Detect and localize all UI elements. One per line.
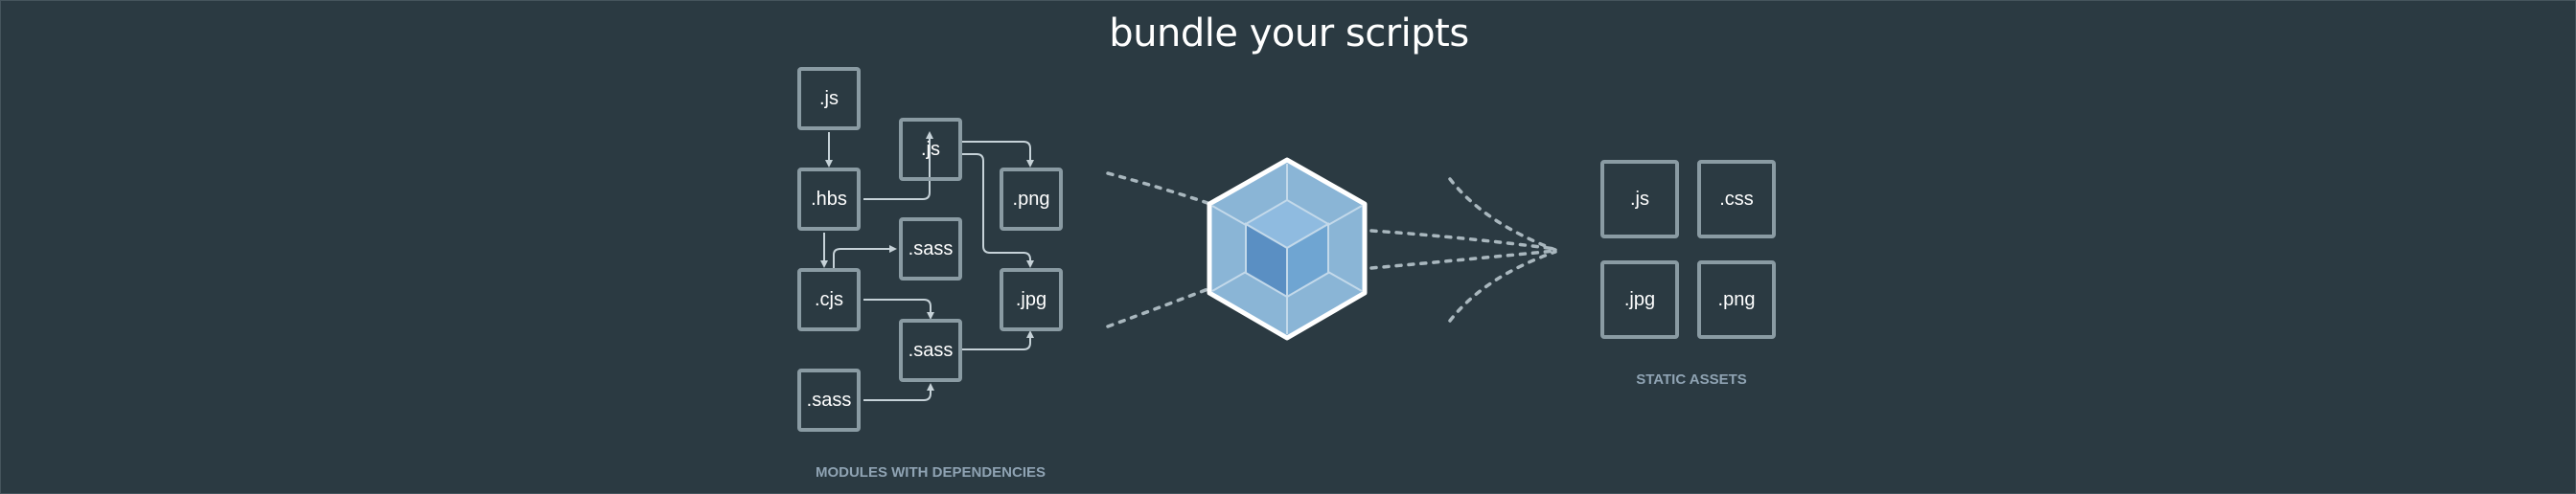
svg-text:.hbs: .hbs bbox=[811, 189, 847, 210]
asset-box: .js bbox=[1600, 160, 1679, 238]
modules-group: .js .hbs .cjs .sass .js .sass bbox=[797, 67, 1063, 432]
page-title: bundle your scripts bbox=[1109, 11, 1469, 56]
arrow-js-to-png bbox=[961, 141, 1034, 168]
arrow-cjs-to-sass-mid bbox=[863, 299, 934, 320]
incoming-flow-lines bbox=[1106, 171, 1212, 328]
arrow-sass-to-jpg bbox=[961, 330, 1034, 350]
svg-text:.jpg: .jpg bbox=[1624, 289, 1655, 310]
dependency-arrows bbox=[820, 131, 1034, 401]
asset-box: .css bbox=[1697, 160, 1776, 238]
modules-caption: MODULES WITH DEPENDENCIES bbox=[816, 464, 1046, 481]
arrow-sass-to-sass-mid bbox=[863, 383, 934, 401]
module-box: .cjs bbox=[797, 268, 861, 331]
svg-text:.js: .js bbox=[819, 88, 839, 109]
arrow-js-to-jpg bbox=[961, 153, 1034, 268]
svg-text:.css: .css bbox=[1719, 189, 1754, 210]
svg-text:.js: .js bbox=[921, 139, 940, 160]
arrow-hbs-to-js bbox=[863, 131, 933, 200]
assets-caption: STATIC ASSETS bbox=[1636, 371, 1747, 388]
svg-text:.js: .js bbox=[1630, 189, 1649, 210]
module-box: .jpg bbox=[1000, 268, 1063, 331]
arrow-cjs-to-sass-top bbox=[833, 245, 897, 269]
asset-box: .jpg bbox=[1600, 260, 1679, 339]
svg-text:.jpg: .jpg bbox=[1016, 289, 1046, 310]
svg-text:.png: .png bbox=[1718, 289, 1756, 310]
svg-text:.png: .png bbox=[1013, 189, 1050, 210]
svg-text:.cjs: .cjs bbox=[815, 289, 843, 310]
outgoing-flow-lines bbox=[1369, 177, 1557, 323]
module-box: .png bbox=[1000, 168, 1063, 231]
svg-text:.sass: .sass bbox=[908, 238, 954, 259]
module-box: .js bbox=[899, 118, 962, 181]
module-box: .hbs bbox=[797, 168, 861, 231]
asset-box: .png bbox=[1697, 260, 1776, 339]
svg-text:.sass: .sass bbox=[908, 340, 954, 361]
module-box: .sass bbox=[797, 369, 861, 432]
module-box: .sass bbox=[899, 217, 962, 281]
module-box: .js bbox=[797, 67, 861, 130]
svg-text:.sass: .sass bbox=[807, 390, 852, 411]
module-box: .sass bbox=[899, 319, 962, 382]
webpack-cube-icon bbox=[1207, 157, 1368, 341]
assets-group: .js .css .jpg .png bbox=[1600, 160, 1776, 339]
